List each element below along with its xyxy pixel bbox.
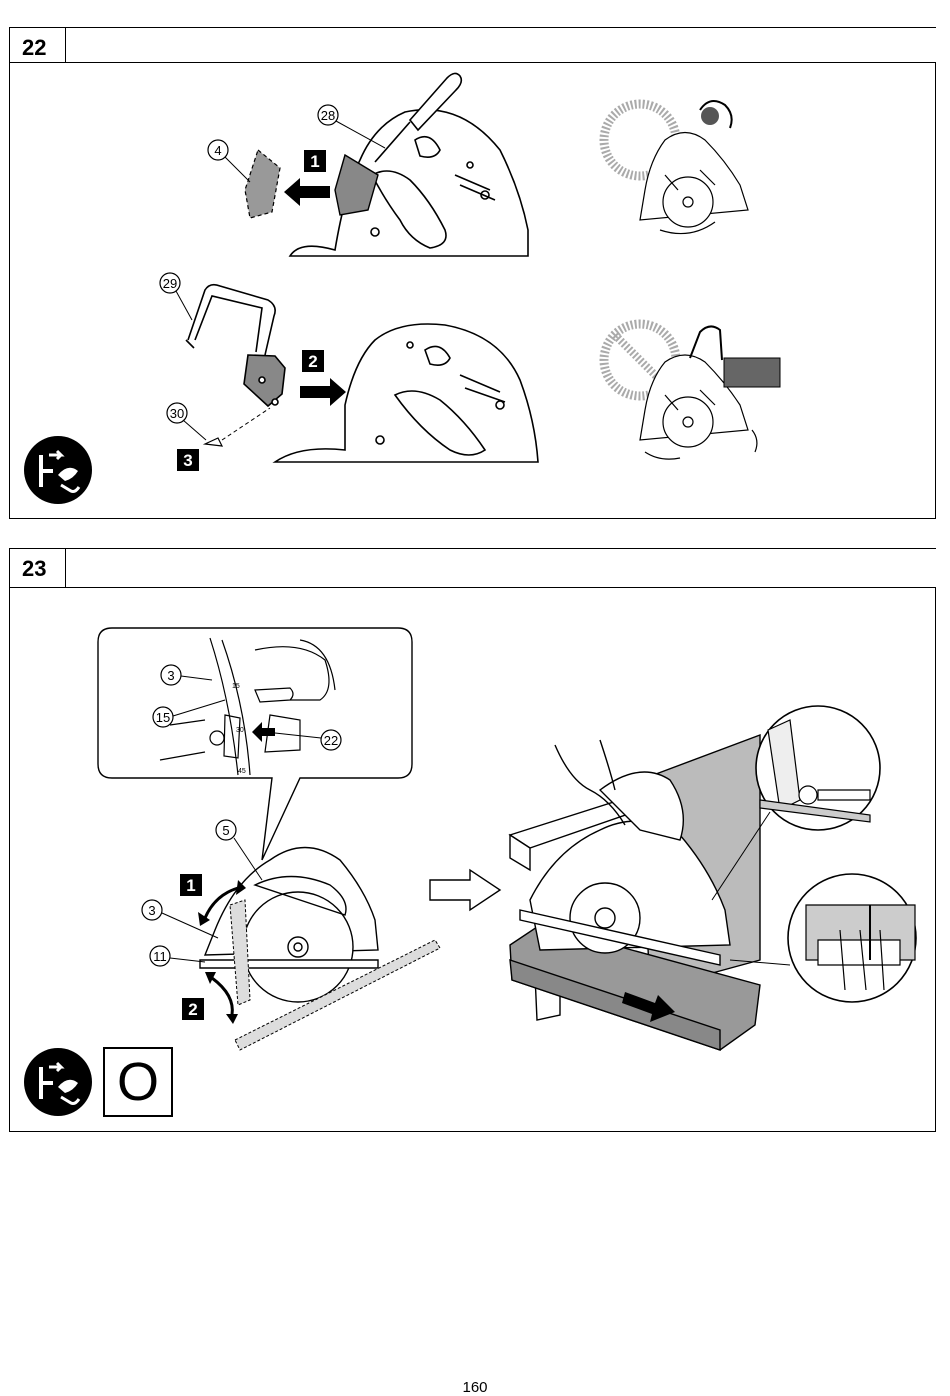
callout-3-side-label: 3: [148, 903, 155, 918]
scale-tick-45: 45: [238, 768, 246, 775]
callout-22-label: 22: [324, 733, 338, 748]
callout-11: 11: [150, 946, 205, 966]
step-1-label-23: 1: [186, 876, 195, 895]
curved-arrow-bottom: [212, 978, 232, 1015]
square-o-symbol: O: [103, 1047, 173, 1117]
hollow-arrow-right: [430, 870, 500, 910]
scale-tick-30: 30: [236, 727, 244, 734]
figure-23-illustration: 15 30 45 3 15 22 5 3: [0, 0, 950, 1140]
zoom-balloon: [98, 628, 412, 860]
saw-side-view: [200, 848, 378, 1003]
callout-3-zoom-label: 3: [167, 668, 174, 683]
step-2-label-23: 2: [188, 1000, 197, 1019]
unplug-icon: [23, 1047, 93, 1117]
callout-11-label: 11: [153, 949, 167, 964]
callout-15-label: 15: [156, 710, 170, 725]
square-o-label: O: [117, 1052, 159, 1112]
scale-tick-15: 15: [232, 683, 240, 690]
callout-5-label: 5: [222, 823, 229, 838]
detail-circle-scale: [756, 706, 880, 830]
detail-circle-blade: [788, 874, 916, 1002]
page-number: 160: [0, 1379, 950, 1396]
